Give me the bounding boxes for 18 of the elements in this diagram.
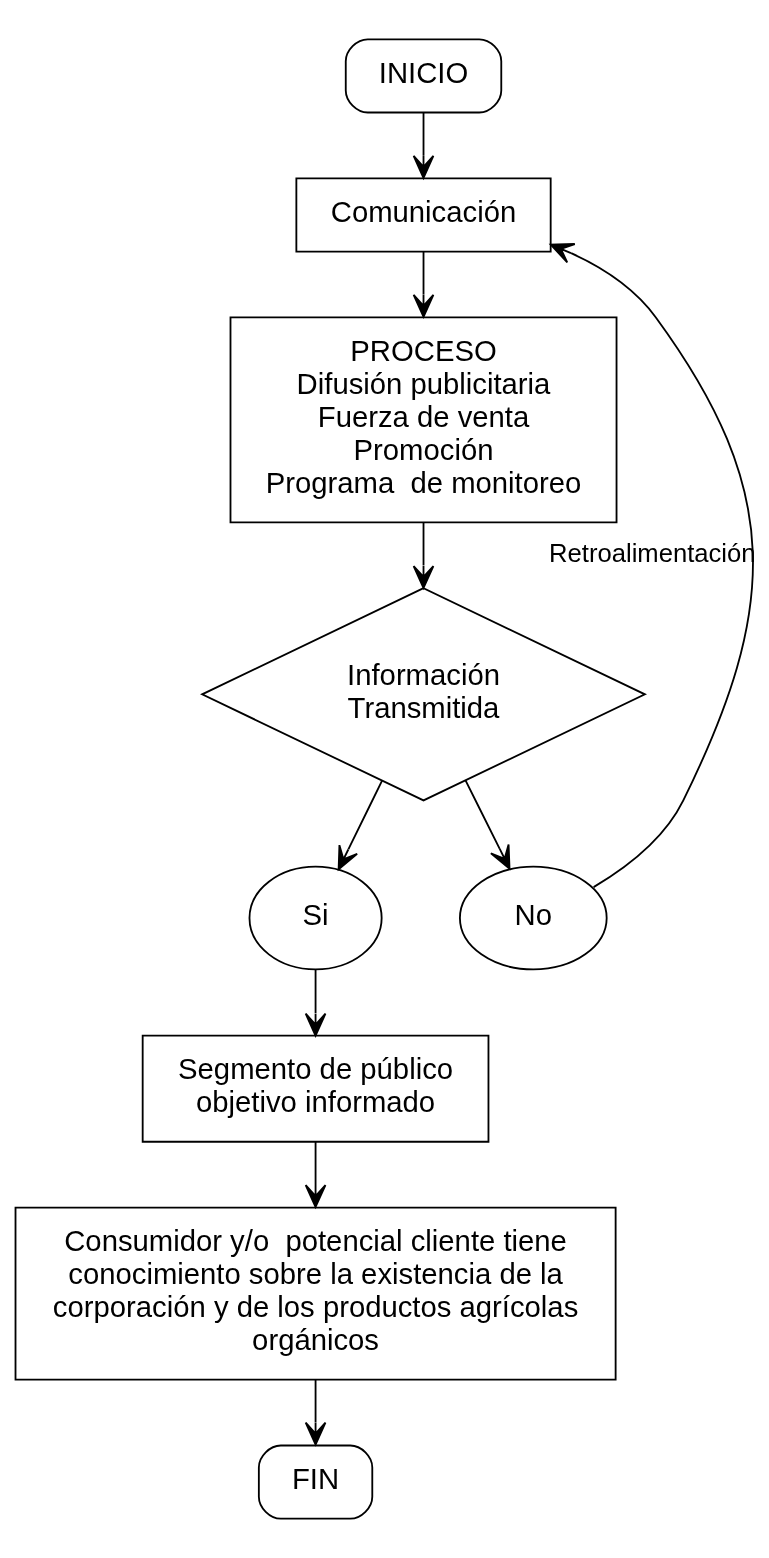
- arrow: [304, 969, 327, 1037]
- arrow: [412, 111, 435, 179]
- arrow: [549, 243, 754, 889]
- arrow: [464, 779, 511, 870]
- node-box: INICIO: [344, 38, 503, 114]
- arrow: [337, 779, 383, 871]
- node-box: Comunicación: [295, 177, 552, 253]
- node-ellipse: No: [459, 865, 608, 971]
- node-box: Segmento de público objetivo informado: [141, 1034, 490, 1143]
- arrow: [412, 250, 435, 318]
- arrow: [304, 1140, 327, 1208]
- node-box: FIN: [257, 1444, 374, 1520]
- node-box: PROCESO Difusión publicitaria Fuerza de venta Promoción Programa de monitoreo: [229, 316, 618, 524]
- arrow: [304, 1378, 327, 1446]
- node-box: Consumidor y/o potencial cliente tiene conocimiento sobre la existencia de la corporación y de los productos agrícolas orgánicos: [14, 1206, 617, 1381]
- arrow: [412, 521, 435, 589]
- node-ellipse: Si: [248, 865, 383, 971]
- node-diamond: Información Transmitida: [200, 587, 647, 802]
